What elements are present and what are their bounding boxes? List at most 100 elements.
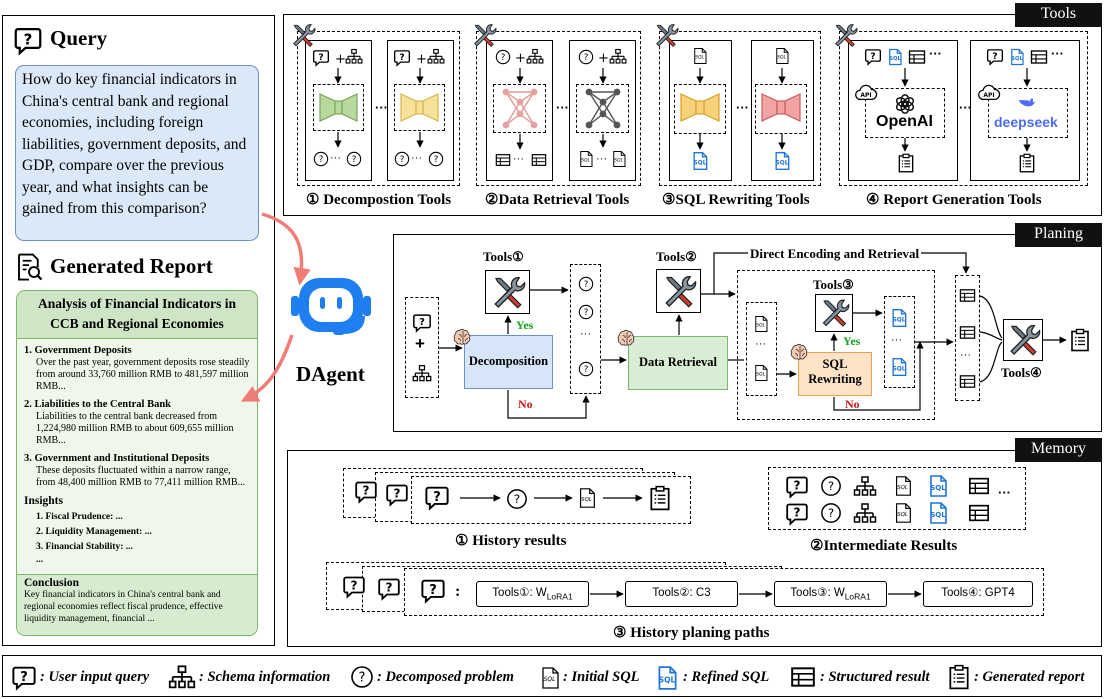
deepseek-logo-text: deepseek: [994, 114, 1058, 130]
path-step-text: Tools①: W: [492, 587, 547, 599]
legend-text: : Generated report: [974, 669, 1085, 685]
path-colon: :: [455, 583, 461, 600]
tools-icon: [653, 22, 679, 48]
query-text: How do key financial indicators in China…: [22, 71, 247, 217]
tools-tag: Tools: [1015, 3, 1102, 27]
sql-rewriting-label: SQL Rewriting: [798, 357, 872, 387]
tools-dots: ···: [736, 100, 749, 115]
tools1-label: Tools①: [483, 249, 524, 264]
tools-dots: ···: [959, 100, 972, 115]
yes-label: Yes: [516, 318, 534, 332]
legend-text: : Schema information: [199, 669, 331, 685]
history-results-label: ① History results: [455, 533, 567, 549]
model-box: [865, 88, 945, 138]
tools-label-report: ④ Report Generation Tools: [866, 192, 1042, 208]
report-heading-text: Analysis of Financial Indicators in CCB …: [37, 296, 237, 331]
legend-text: : User input query: [40, 669, 150, 685]
legend-bar: [2, 655, 1102, 697]
legend-text: : Structured result: [820, 669, 930, 685]
vertical-dots: ···: [891, 334, 902, 346]
legend-text: : Initial SQL: [563, 669, 640, 685]
report-section-body: These deposits fluctuated within a narro…: [36, 465, 246, 488]
report-heading: Analysis of Financial Indicators in CCB …: [17, 291, 257, 339]
model-box: [674, 84, 726, 134]
tools4-label: Tools④: [1001, 365, 1042, 380]
query-icon: [12, 26, 44, 56]
path-step-label: Tools③: WLoRA1: [774, 585, 887, 601]
model-box: [493, 84, 546, 133]
tools-dots: ···: [929, 46, 942, 61]
no-label: No: [845, 397, 860, 411]
report-section-title: 3. Government and Institutional Deposits: [24, 453, 210, 464]
intermediate-dots: ···: [998, 485, 1011, 500]
path-step-box: [476, 581, 589, 607]
insights-title: Insights: [24, 495, 63, 507]
tools2-box: [656, 269, 701, 313]
model-box: [576, 84, 629, 133]
report-box: Analysis of Financial Indicators in CCB …: [16, 290, 258, 636]
tools3-label: Tools③: [813, 277, 854, 292]
path-step-label: Tools①: WLoRA1: [476, 585, 589, 601]
conclusion-block: Conclusion Key financial indicators in C…: [17, 574, 257, 635]
model-box: [394, 84, 445, 131]
sql-rewriting-label-line2: Rewriting: [808, 372, 862, 386]
query-title: Query: [50, 26, 108, 50]
memory-tag: Memory: [1015, 438, 1102, 462]
results-stack: [955, 275, 980, 401]
tools-dots: ···: [596, 153, 607, 165]
model-box: [755, 84, 807, 134]
conclusion-title: Conclusion: [24, 577, 79, 589]
no-label: No: [518, 397, 533, 411]
openai-logo-text: OpenAI: [876, 113, 933, 130]
insight-item: 1. Fiscal Prudence: ...: [36, 512, 123, 522]
insight-item: ...: [36, 555, 44, 565]
query-box: How do key financial indicators in China…: [15, 65, 259, 241]
tools-label-decomposition: ① Decompostion Tools: [306, 192, 452, 208]
model-box: [313, 84, 364, 131]
tools-dots: ···: [513, 153, 524, 165]
path-step-box: [923, 581, 1033, 607]
tools-dots: ···: [556, 100, 569, 115]
tools-label-retrieval: ②Data Retrieval Tools: [485, 192, 630, 208]
vertical-dots: ···: [580, 328, 591, 340]
tools2-label: Tools②: [656, 249, 697, 264]
legend-text: : Refined SQL: [683, 669, 770, 685]
tools1-box: [485, 270, 530, 314]
tool-group-sql: [659, 31, 821, 186]
tools-dots: ···: [411, 152, 422, 164]
agent-name: DAgent: [296, 362, 365, 386]
input-stack: [405, 297, 439, 398]
insight-item: 2. Liquidity Management: ...: [36, 527, 152, 537]
sql-rewriting-label-line1: SQL: [822, 357, 848, 371]
tools-icon: [471, 22, 497, 48]
report-title: Generated Report: [50, 254, 213, 278]
legend-text: : Decomposed problem: [377, 669, 514, 685]
decomposition-node: [464, 335, 553, 389]
plus-sign: +: [415, 334, 425, 353]
insight-item: 3. Financial Stability: ...: [36, 542, 133, 552]
report-section-title: 1. Government Deposits: [24, 345, 132, 356]
report-section-title: 2. Liabilities to the Central Bank: [24, 399, 172, 410]
tools-label-sql: ③SQL Rewriting Tools: [662, 192, 810, 208]
path-step-sub: LoRA1: [844, 591, 871, 602]
planing-tag: Planing: [1015, 223, 1102, 247]
decomposition-label: Decomposition: [468, 354, 549, 368]
report-section-body: Liabilities to the central bank decrease…: [36, 411, 234, 446]
tool-group-retrieval: [476, 31, 641, 186]
model-box: [988, 88, 1068, 138]
data-retrieval-node: [628, 336, 728, 390]
vertical-dots: ···: [755, 338, 766, 350]
agent-robot-icon: [291, 278, 371, 335]
data-retrieval-label: Data Retrieval: [638, 355, 718, 369]
direct-encoding-label: Direct Encoding and Retrieval: [748, 246, 922, 262]
report-section: 3. Government and Institutional Deposits…: [24, 453, 251, 489]
vertical-dots: ···: [960, 349, 971, 361]
initial-sql-stack: [746, 302, 777, 396]
report-section: 2. Liabilities to the Central Bank Liabi…: [24, 399, 251, 447]
tools4-box: [1003, 319, 1043, 361]
path-step-label: Tools④: GPT4: [923, 585, 1033, 599]
report-search-icon: [14, 252, 44, 282]
tools-icon: [290, 22, 316, 48]
report-section-body: Over the past year, government deposits …: [36, 357, 250, 392]
tools-dots: ···: [330, 152, 341, 164]
